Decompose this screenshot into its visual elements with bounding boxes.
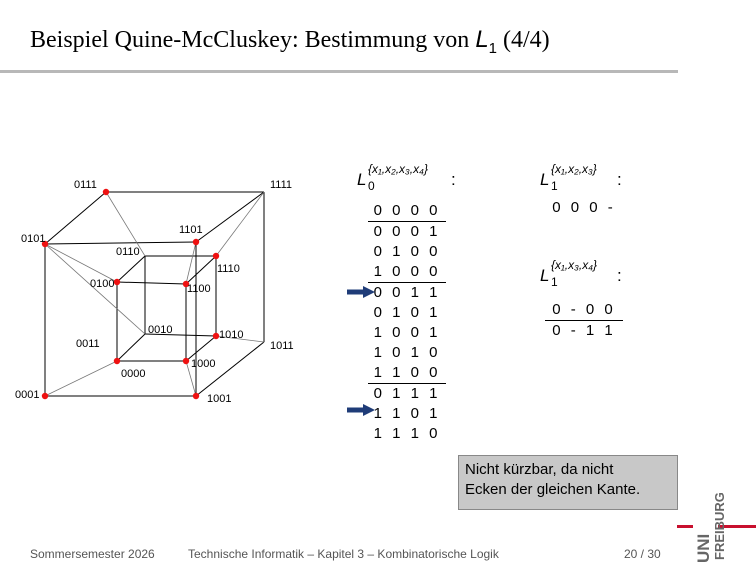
- label-0010: 0010: [148, 324, 172, 336]
- note-line: Nicht kürzbar, da nicht: [465, 461, 614, 478]
- title-divider: [0, 70, 678, 73]
- vertex-labels: 0111 1111 1101 0101 0110 1110 0100 1100 …: [15, 179, 294, 405]
- university-logo: UNI FREIBURG: [677, 492, 756, 563]
- label-1000: 1000: [191, 358, 215, 370]
- l0-column: 0 0 0 0 0 0 0 1 0 1 0 0 1 0 0 0 0 0 1 1 …: [368, 201, 446, 444]
- vertex-0001: [41, 392, 49, 400]
- vertex-1101: [192, 238, 200, 246]
- l0-row: 0 1 1 1: [368, 383, 446, 404]
- footer-semester: Sommersemester 2026: [30, 547, 155, 561]
- vertex-dots: [41, 188, 220, 400]
- vertex-1001: [192, 392, 200, 400]
- l0-row: 1 0 0 0: [373, 263, 441, 280]
- vertex-1100: [182, 280, 190, 288]
- l0-row: 1 0 0 1: [373, 324, 441, 341]
- right-arrow-icon: [347, 404, 375, 416]
- right-arrow-icon: [347, 286, 375, 298]
- l0-row: 0 0 0 1: [368, 221, 446, 242]
- l0-row: 0 1 0 0: [373, 243, 441, 260]
- note-box: Nicht kürzbar, da nicht Ecken der gleich…: [458, 455, 678, 510]
- footer-page-number: 20 / 30: [624, 547, 661, 561]
- vertex-0011-inner: [113, 357, 121, 365]
- vertex-1010: [212, 332, 220, 340]
- l1-x1x2x3-column: 0 0 0 -: [545, 198, 623, 218]
- l0-row: 1 1 0 0: [373, 364, 441, 381]
- label-0011: 0011: [76, 338, 100, 350]
- l1-x1x3x4-column: 0 - 0 0 0 - 1 1: [545, 300, 623, 341]
- label-1001: 1001: [207, 393, 231, 405]
- l1-row: 0 - 0 0: [552, 301, 616, 318]
- l0-row: 0 0 1 1: [368, 282, 446, 303]
- label-0001: 0001: [15, 389, 39, 401]
- cube-connectors: [44, 191, 265, 397]
- vertex-0100: [113, 278, 121, 286]
- cube-edges: [44, 191, 265, 397]
- l0-row: 1 1 0 1: [373, 405, 441, 422]
- l1-x1x3x4-heading: L 1 {x₁,x₃,x₄} :: [540, 258, 622, 289]
- l1-x1x2x3-heading: L 1 {x₁,x₂,x₃} :: [540, 162, 622, 193]
- vertex-1110: [212, 252, 220, 260]
- footer-course: Technische Informatik – Kapitel 3 – Komb…: [188, 547, 499, 561]
- label-1110: 1110: [217, 263, 240, 275]
- hypercube-diagram: 0111 1111 1101 0101 0110 1110 0100 1100 …: [15, 179, 294, 405]
- l1-row: 0 0 0 -: [552, 199, 616, 216]
- logo-text-freiburg: FREIBURG: [712, 492, 727, 560]
- l1-row: 0 - 1 1: [545, 320, 623, 341]
- label-0101: 0101: [21, 233, 45, 245]
- l0-row: 0 0 0 0: [373, 202, 441, 219]
- label-1101: 1101: [179, 224, 203, 236]
- label-1100: 1100: [187, 283, 211, 295]
- l0-row: 1 1 1 0: [373, 425, 441, 442]
- l0-row: 1 0 1 0: [373, 344, 441, 361]
- label-0111: 0111: [74, 179, 97, 191]
- label-1010: 1010: [219, 329, 243, 341]
- label-0110: 0110: [116, 246, 140, 258]
- logo-text-uni: UNI: [694, 534, 713, 563]
- vertex-0111: [102, 188, 110, 196]
- vertex-0101: [41, 240, 49, 248]
- label-0100: 0100: [90, 278, 114, 290]
- label-1011: 1011: [270, 340, 294, 352]
- page-title: Beispiel Quine-McCluskey: Bestimmung von…: [30, 26, 550, 57]
- l0-row: 0 1 0 1: [373, 304, 441, 321]
- note-line: Ecken der gleichen Kante.: [465, 481, 641, 498]
- label-1111: 1111: [270, 179, 292, 191]
- vertex-1000: [182, 357, 190, 365]
- label-0000: 0000: [121, 368, 145, 380]
- l0-heading: L 0 {x₁,x₂,x₃,x₄} :: [357, 162, 456, 193]
